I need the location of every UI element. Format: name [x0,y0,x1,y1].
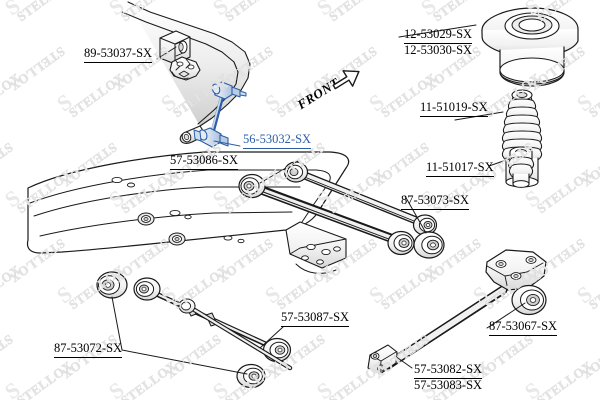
part-label-12-53029-sx: 12-53029-SX [404,27,473,44]
leader-line-highlight [213,140,241,147]
trailing-arm-bushing-drawing [511,284,547,316]
stabilizer-bracket-drawing [169,56,201,81]
part-label-12-53030-sx: 12-53030-SX [404,43,473,57]
rear-subframe-drawing [26,151,350,274]
part-label-57-53083-sx: 57-53083-SX [414,378,483,392]
part-label-87-53067-sx: 87-53067-SX [489,319,558,336]
trailing-arm-drawing [367,249,547,375]
stabilizer-link-drawing [193,81,247,148]
arrow-up-right-icon [332,70,360,90]
part-label-87-53073-sx: 87-53073-SX [401,193,470,210]
part-label-87-53072-sx: 87-53072-SX [54,341,123,358]
control-arm-bushing-drawing [413,231,445,259]
strut-mount-drawing [481,6,579,87]
part-label-11-51017-sx: 11-51017-SX [426,160,494,177]
part-label-57-53082-sx: 57-53082-SX [414,362,483,379]
lateral-rod-bushing-drawing [96,271,128,299]
part-label-57-53087-sx: 57-53087-SX [281,310,350,327]
lower-lateral-rod-second-drawing [178,298,293,389]
part-label-56-53032-sx: 56-53032-SX [243,132,312,149]
bump-stop-drawing [508,146,534,188]
upper-lateral-arm-drawing [238,173,415,256]
part-label-11-51019-sx: 11-51019-SX [420,100,488,117]
part-label-57-53086-sx: 57-53086-SX [170,153,239,170]
part-label-89-53037-sx: 89-53037-SX [84,46,153,63]
upper-arm-second-drawing [283,161,438,236]
